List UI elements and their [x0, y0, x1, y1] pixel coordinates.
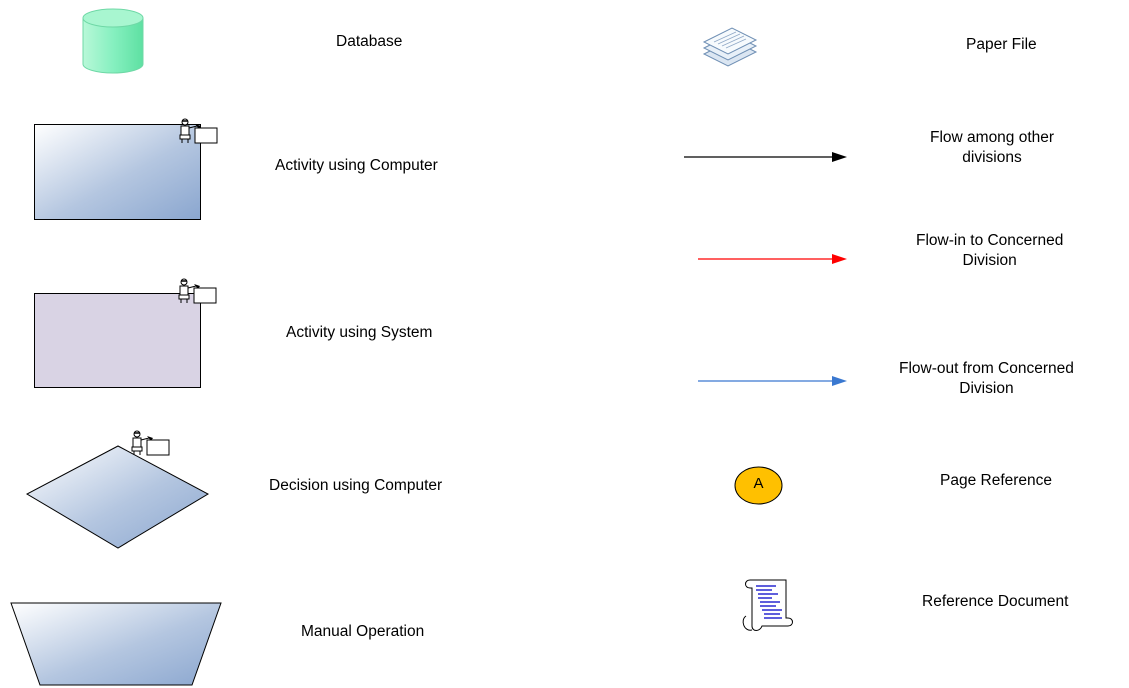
- reference-document-label: Reference Document: [922, 593, 1069, 610]
- computer-user-icon: [178, 278, 217, 304]
- activity-system-shape: [34, 278, 224, 390]
- scroll-document-icon: [742, 576, 796, 634]
- paper-stack-icon: [702, 27, 758, 70]
- flow-out-arrow: [698, 374, 850, 388]
- database-label: Database: [336, 33, 403, 50]
- manual-operation-label: Manual Operation: [301, 623, 425, 640]
- flow-in-label: Flow-in to Concerned Division: [916, 232, 1064, 269]
- decision-computer-shape: [25, 430, 210, 552]
- computer-user-icon: [131, 430, 170, 456]
- page-reference-label: Page Reference: [940, 472, 1053, 489]
- activity-computer-shape: [34, 118, 224, 222]
- decision-computer-label: Decision using Computer: [269, 477, 443, 494]
- page-reference-letter: A: [753, 475, 764, 492]
- paper-file-label: Paper File: [966, 36, 1037, 53]
- flow-in-arrow: [698, 252, 850, 266]
- manual-operation-icon: [10, 602, 224, 688]
- activity-computer-label: Activity using Computer: [275, 157, 438, 174]
- flow-other-arrow: [684, 150, 850, 164]
- database-icon: [82, 8, 144, 74]
- flow-other-label: Flow among other divisions: [930, 129, 1055, 166]
- flow-out-label: Flow-out from Concerned Division: [899, 360, 1074, 397]
- activity-system-label: Activity using System: [286, 324, 433, 341]
- computer-user-icon: [179, 118, 218, 144]
- page-reference-connector: A: [734, 466, 784, 506]
